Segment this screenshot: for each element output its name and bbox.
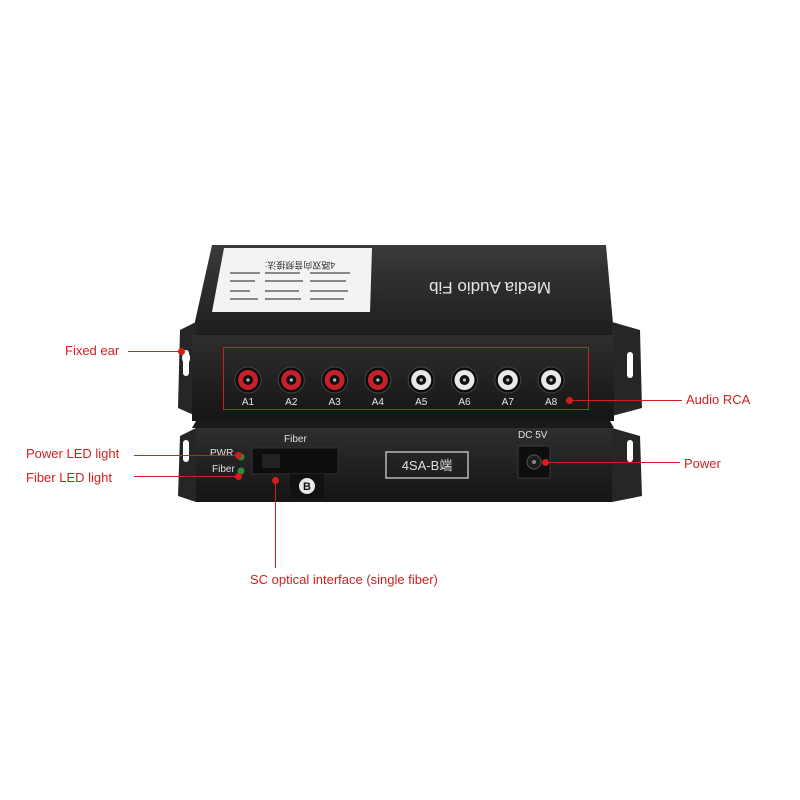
- model-label-box: [385, 451, 469, 479]
- rca-port-a2: [277, 366, 305, 394]
- rca-port-label: A7: [501, 397, 514, 408]
- callout-fiber-led-line: [134, 476, 238, 477]
- callout-power: Power: [684, 456, 721, 471]
- rca-port-label: A4: [371, 397, 384, 408]
- callout-audio-rca: Audio RCA: [686, 392, 751, 407]
- callout-fixed-ear-dot: [178, 348, 185, 355]
- callout-fixed-ear: Fixed ear: [65, 343, 120, 358]
- callout-audio-rca-dot: [566, 397, 573, 404]
- sticker-title: 4路双向音频接法:: [265, 260, 336, 271]
- spec-sticker: 4路双向音频接法:: [212, 248, 372, 312]
- model-label: 4SA-B端: [402, 458, 453, 473]
- callout-power-dot: [542, 459, 549, 466]
- dc-label: DC 5V: [518, 430, 548, 441]
- lower-unit: B 4SA-B端: [178, 421, 642, 502]
- rca-port-label: A1: [241, 397, 255, 408]
- fiber-led-label: Fiber: [212, 464, 235, 475]
- callout-power-line: [548, 462, 680, 463]
- fiber-led: [237, 467, 245, 475]
- callout-audio-rca-line: [570, 400, 682, 401]
- fixed-ear-left-lower: [178, 428, 196, 502]
- callout-sc-optical-line: [275, 481, 276, 568]
- callout-power-led-dot: [235, 452, 242, 459]
- callout-fiber-led-dot: [235, 473, 242, 480]
- callout-fiber-led: Fiber LED light: [26, 470, 112, 485]
- rca-port-label: A2: [285, 397, 298, 408]
- callout-power-led: Power LED light: [26, 446, 120, 461]
- rca-port-a6: [451, 366, 478, 394]
- callout-fixed-ear-line: [128, 351, 181, 352]
- rca-port-a3: [321, 366, 349, 394]
- b-badge: B: [303, 481, 311, 493]
- rca-port-a1: [234, 366, 262, 394]
- audio-rca-highlight: [223, 347, 589, 410]
- rca-port-label: A5: [415, 397, 428, 408]
- rca-port-a5: [407, 366, 435, 394]
- rca-port-label: A3: [328, 397, 341, 408]
- rca-port-a8: [537, 366, 565, 394]
- sc-port-housing: [251, 447, 339, 475]
- pwr-label: PWR: [210, 448, 234, 459]
- rca-port-a7: [494, 366, 522, 394]
- callout-sc-optical: SC optical interface (single fiber): [250, 572, 438, 587]
- callout-power-led-line: [134, 455, 238, 456]
- rca-port-label: A6: [458, 397, 471, 408]
- top-brand-label: Media Audio Fib: [429, 278, 551, 297]
- rca-port-label: A8: [544, 397, 558, 408]
- rca-port-a4: [364, 366, 392, 394]
- fiber-port-label: Fiber: [284, 434, 307, 445]
- fixed-ear-right-lower: [612, 428, 642, 502]
- callout-sc-optical-dot: [272, 477, 279, 484]
